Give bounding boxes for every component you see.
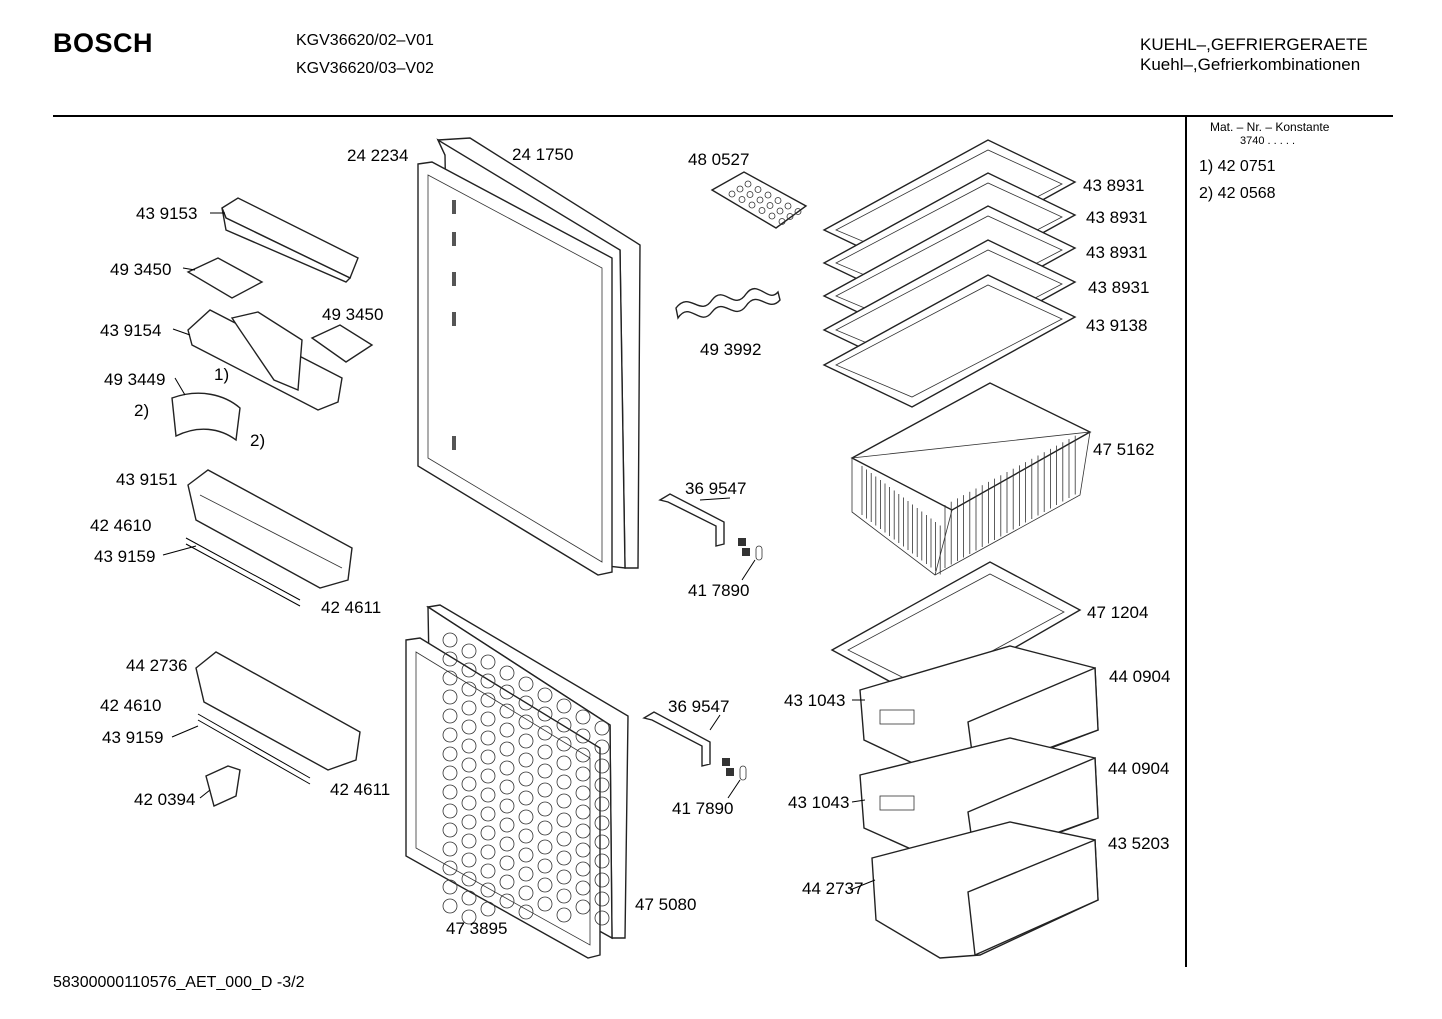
note-label: 2) [250, 431, 265, 450]
glass-shelf [822, 274, 1077, 408]
part-label: 43 9154 [100, 321, 161, 340]
part-label: 43 9159 [94, 547, 155, 566]
part-label: 36 9547 [668, 697, 729, 716]
part-label: 41 7890 [672, 799, 733, 818]
egg-tray-2 [310, 324, 374, 363]
part-labels: 24 2234 24 1750 48 0527 43 9153 49 3450 … [90, 145, 1170, 938]
part-label: 42 4610 [90, 516, 151, 535]
fridge-door [417, 137, 641, 576]
part-label: 47 1204 [1087, 603, 1148, 622]
door-shelf-small [221, 197, 359, 283]
part-label: 24 2234 [347, 146, 408, 165]
part-label: 49 3450 [322, 305, 383, 324]
part-label: 41 7890 [688, 581, 749, 600]
sidebar-divider [1185, 117, 1187, 967]
dairy-flap [171, 392, 241, 442]
part-label: 43 5203 [1108, 834, 1169, 853]
part-label: 43 9138 [1086, 316, 1147, 335]
crisper-bin [850, 382, 1092, 576]
part-label: 42 4611 [321, 598, 381, 617]
handle-upper [658, 493, 763, 561]
ice-cube-tray [710, 171, 808, 229]
egg-tray-1 [186, 257, 264, 299]
material-number-title: Mat. – Nr. – Konstante [1210, 120, 1330, 134]
door-bottle-rack-lower [195, 651, 361, 785]
header-divider [53, 115, 1393, 117]
category-subtitle: Kuehl–,Gefrierkombinationen [1140, 55, 1361, 74]
part-label: 42 4610 [100, 696, 161, 715]
footnote-1: 1) 42 0751 [1199, 158, 1276, 175]
freezer-drawer-3 [871, 821, 1099, 959]
part-label: 42 4611 [330, 780, 390, 799]
part-label: 44 2736 [126, 656, 187, 675]
part-label: 43 8931 [1088, 278, 1149, 297]
glass-shelves [822, 139, 1077, 408]
document-id: 58300000110576_AET_000_D -3/2 [53, 974, 305, 991]
part-label: 48 0527 [688, 150, 749, 169]
part-label: 44 2737 [802, 879, 863, 898]
part-label: 44 0904 [1108, 759, 1169, 778]
handle-lower [642, 711, 747, 781]
part-label: 47 5162 [1093, 440, 1154, 459]
part-label: 36 9547 [685, 479, 746, 498]
part-label: 49 3450 [110, 260, 171, 279]
part-label: 43 1043 [788, 793, 849, 812]
note-label: 2) [134, 401, 149, 420]
hinge-cover [205, 765, 241, 807]
model-number-1: KGV36620/02–V01 [296, 32, 434, 49]
model-number-2: KGV36620/03–V02 [296, 60, 434, 77]
part-label: 43 8931 [1083, 176, 1144, 195]
footnote-2: 2) 42 0568 [1199, 185, 1276, 202]
part-label: 43 9159 [102, 728, 163, 747]
part-label: 43 9151 [116, 470, 177, 489]
part-label: 43 8931 [1086, 243, 1147, 262]
part-label: 43 9153 [136, 204, 197, 223]
brand-logo: BOSCH [53, 28, 154, 58]
part-label: 44 0904 [1109, 667, 1170, 686]
leader-lines [162, 212, 876, 891]
door-bottle-rack-upper [185, 469, 353, 607]
part-label: 49 3449 [104, 370, 165, 389]
part-label: 43 1043 [784, 691, 845, 710]
material-number-value: 3740 . . . . . [1240, 135, 1296, 147]
bottle-holder [675, 287, 781, 320]
freezer-door [405, 604, 629, 959]
part-label: 49 3992 [700, 340, 761, 359]
part-label: 47 3895 [446, 919, 507, 938]
part-label: 42 0394 [134, 790, 195, 809]
note-label: 1) [214, 365, 229, 384]
door-shelf-dairy [187, 309, 343, 411]
category-title: KUEHL–,GEFRIERGERAETE [1140, 35, 1368, 54]
part-label: 43 8931 [1086, 208, 1147, 227]
part-label: 24 1750 [512, 145, 573, 164]
part-label: 47 5080 [635, 895, 696, 914]
